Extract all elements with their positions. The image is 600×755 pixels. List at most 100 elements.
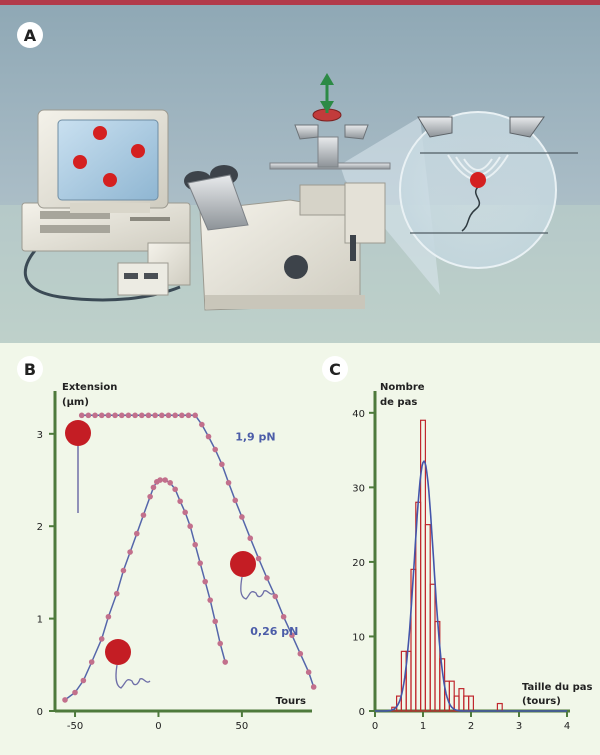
b-data-point xyxy=(305,669,312,675)
b-data-point xyxy=(217,640,224,647)
b-data-point xyxy=(219,461,225,468)
c-x-tick-label: 4 xyxy=(564,721,570,732)
c-x-tick-label: 1 xyxy=(420,721,426,732)
b-data-point xyxy=(140,512,147,518)
panel-a-letter: A xyxy=(24,26,37,45)
screen-bead-icon xyxy=(73,155,87,169)
b-data-point xyxy=(157,477,163,483)
b-data-point xyxy=(192,412,198,419)
b-y-tick-label: 1 xyxy=(37,615,43,626)
c-y-tick-label: 40 xyxy=(352,409,365,420)
dna-molecule xyxy=(461,186,481,232)
b-data-point xyxy=(255,555,262,562)
b-data-point xyxy=(112,412,118,419)
b-data-point xyxy=(80,677,87,684)
focus-knob xyxy=(284,255,308,279)
magnetic-bead xyxy=(470,172,486,188)
b-data-point xyxy=(98,412,105,419)
b-data-point xyxy=(147,493,153,500)
b-data-point xyxy=(127,549,133,555)
b-x-tick-label: 0 xyxy=(155,721,161,732)
c-y-tick-label: 10 xyxy=(352,632,365,643)
rotation-arrow-icon xyxy=(320,73,334,85)
b-data-point xyxy=(222,659,229,665)
b-data-point xyxy=(138,412,145,419)
c-x-tick-label: 0 xyxy=(372,721,378,732)
b-data-point xyxy=(72,689,78,696)
panel-a-illustration: A xyxy=(0,5,600,343)
b-force-label-1: 0,26 pN xyxy=(250,625,298,638)
control-box xyxy=(117,242,191,296)
c-x-axis-unit: (tours) xyxy=(522,696,561,707)
b-data-point xyxy=(62,697,68,703)
b-y-tick-label: 2 xyxy=(37,522,43,533)
c-x-tick-label: 2 xyxy=(468,721,474,732)
b-data-point xyxy=(88,659,95,665)
panel-c-letter: C xyxy=(329,360,341,379)
b-x-axis-label: Tours xyxy=(276,696,306,707)
b-data-point xyxy=(280,613,287,620)
b-data-point xyxy=(199,421,205,428)
b-data-point xyxy=(179,412,185,419)
bead-extended-icon xyxy=(65,420,91,513)
b-data-point xyxy=(225,479,232,486)
c-x-axis-label: Taille du pas xyxy=(522,682,592,693)
b-data-point xyxy=(205,433,212,440)
bead-supercoiled-icon xyxy=(230,551,275,600)
b-y-axis-unit: (µm) xyxy=(62,397,89,408)
b-data-point xyxy=(182,509,188,516)
b-data-point xyxy=(172,412,178,419)
b-data-point xyxy=(162,477,168,483)
c-y-tick-label: 30 xyxy=(352,483,365,494)
b-data-point xyxy=(159,412,165,419)
b-data-point xyxy=(133,530,140,537)
b-data-point xyxy=(264,575,270,581)
b-data-point xyxy=(125,412,132,419)
b-x-tick-label: -50 xyxy=(67,721,83,732)
c-gaussian-fit xyxy=(375,460,567,712)
b-data-point xyxy=(187,523,193,530)
b-data-point xyxy=(185,412,192,419)
b-data-point xyxy=(85,412,92,419)
panel-b-label: B xyxy=(17,356,43,382)
b-data-point xyxy=(272,593,279,600)
c-y-axis-label: Nombre xyxy=(380,382,425,393)
magnet-pair xyxy=(294,73,369,140)
b-data-point xyxy=(207,597,214,603)
microscope xyxy=(184,136,391,311)
c-y-axis-label-2: de pas xyxy=(380,397,417,408)
top-accent-bar xyxy=(0,0,600,5)
screen-bead-icon xyxy=(93,126,107,140)
b-data-point xyxy=(145,412,152,419)
c-y-tick-label: 0 xyxy=(359,707,365,718)
screen-bead-icon xyxy=(103,173,117,187)
b-y-tick-label: 3 xyxy=(37,430,43,441)
computer-monitor xyxy=(37,109,169,213)
b-data-point xyxy=(247,535,254,542)
c-x-tick-label: 3 xyxy=(516,721,522,732)
b-data-point xyxy=(239,514,245,520)
bead-relaxed-icon xyxy=(105,639,151,689)
panel-a-label: A xyxy=(17,22,43,48)
screen-bead-icon xyxy=(131,144,145,158)
panel-b-letter: B xyxy=(24,360,36,379)
b-data-point xyxy=(232,497,239,504)
b-data-point xyxy=(212,618,219,625)
b-data-point xyxy=(310,684,317,690)
b-x-tick-label: 50 xyxy=(236,721,249,732)
b-data-point xyxy=(202,578,208,585)
b-data-point xyxy=(289,632,295,639)
panel-c-label: C xyxy=(322,356,348,382)
b-data-point xyxy=(212,446,219,453)
b-data-point xyxy=(113,590,120,597)
b-data-point xyxy=(172,486,178,493)
b-data-point xyxy=(105,613,112,620)
b-data-point xyxy=(192,541,198,548)
b-data-point xyxy=(120,567,127,574)
b-data-point xyxy=(177,498,183,505)
b-data-point xyxy=(165,412,172,419)
b-data-point xyxy=(132,412,138,419)
